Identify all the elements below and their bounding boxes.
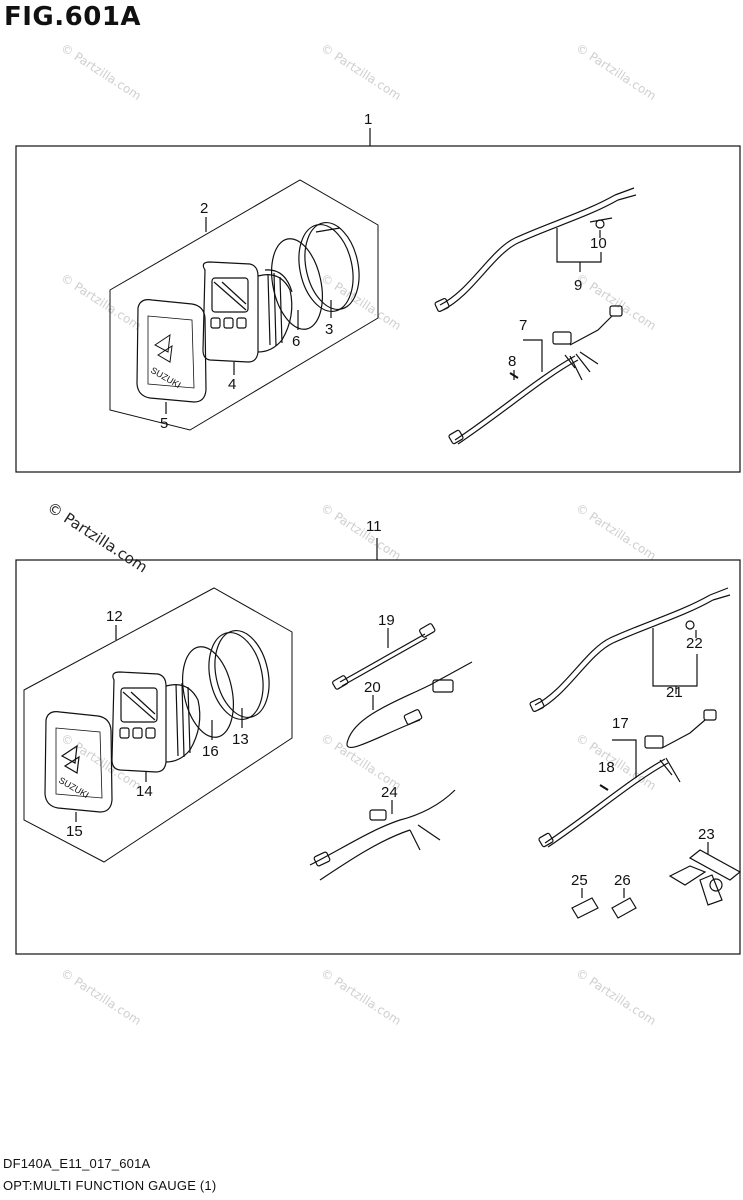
watermark-text: © Partzilla.com — [58, 966, 143, 1028]
callout-17: 17 — [612, 715, 629, 732]
terminator-plug-icon — [571, 888, 599, 919]
watermark-text-dark: © Partzilla.com — [44, 498, 151, 576]
watermark-text: © Partzilla.com — [573, 501, 658, 563]
callout-20: 20 — [364, 679, 381, 696]
callout-7: 7 — [519, 317, 527, 334]
callout-1: 1 — [364, 111, 372, 128]
callout-13: 13 — [232, 731, 249, 748]
callout-6: 6 — [292, 333, 300, 350]
wire-harness-icon — [309, 789, 456, 881]
watermark-text: © Partzilla.com — [573, 271, 658, 333]
watermark-text: © Partzilla.com — [58, 271, 143, 333]
assembly-11: SUZUKI — [15, 538, 742, 955]
gauge-kit-frame — [23, 587, 293, 863]
callout-8: 8 — [508, 353, 516, 370]
wire-harness-icon — [529, 587, 731, 713]
o-ring-icon — [271, 238, 323, 330]
watermark-text: © Partzilla.com — [58, 41, 143, 103]
t-connector-icon — [668, 849, 742, 906]
assembly-11-frame — [15, 559, 741, 955]
callout-23: 23 — [698, 826, 715, 843]
clamp-ring-icon — [208, 630, 270, 720]
callout-18: 18 — [598, 759, 615, 776]
terminator-plug-icon — [611, 888, 637, 919]
callout-19: 19 — [378, 612, 395, 629]
callout-11: 11 — [366, 518, 382, 535]
callout-4: 4 — [228, 376, 236, 393]
wire-harness-icon — [538, 709, 717, 848]
callout-14: 14 — [136, 783, 153, 800]
callout-25: 25 — [571, 872, 588, 889]
power-cable-icon — [346, 661, 473, 749]
figure-description: OPT:MULTI FUNCTION GAUGE (1) — [3, 1178, 217, 1193]
watermark-text: © Partzilla.com — [318, 966, 403, 1028]
multi-function-gauge-icon — [111, 671, 201, 773]
watermark-group: © Partzilla.com © Partzilla.com © Partzi… — [44, 41, 659, 1028]
figure-title: FIG.601A — [4, 2, 142, 32]
wire-harness-icon — [434, 187, 637, 313]
watermark-text: © Partzilla.com — [318, 41, 403, 103]
watermark-text: © Partzilla.com — [318, 501, 403, 563]
callout-21: 21 — [666, 684, 683, 701]
o-ring-icon — [182, 646, 234, 738]
gauge-bezel-icon: SUZUKI — [136, 299, 207, 403]
assembly-1-frame — [15, 145, 741, 473]
wire-harness-icon — [448, 305, 623, 445]
callout-3: 3 — [325, 321, 333, 338]
callout-15: 15 — [66, 823, 83, 840]
callout-5: 5 — [160, 415, 168, 432]
gauge-kit-frame — [109, 179, 379, 431]
backbone-cable-icon — [332, 623, 436, 690]
callout-9: 9 — [574, 277, 582, 294]
svg-text:SUZUKI: SUZUKI — [57, 775, 91, 800]
callout-2: 2 — [200, 200, 208, 217]
clamp-ring-icon — [298, 222, 360, 312]
multi-function-gauge-icon — [202, 261, 293, 363]
callout-12: 12 — [106, 608, 123, 625]
assembly-1: SUZUKI — [15, 128, 741, 473]
callouts: 1 2 3 4 5 6 7 8 9 10 11 12 13 14 15 16 1… — [66, 111, 715, 889]
callout-16: 16 — [202, 743, 219, 760]
watermark-text: © Partzilla.com — [573, 41, 658, 103]
callout-22: 22 — [686, 635, 703, 652]
svg-text:SUZUKI: SUZUKI — [149, 365, 183, 390]
callout-26: 26 — [614, 872, 631, 889]
callout-10: 10 — [590, 235, 607, 252]
figure-code: DF140A_E11_017_601A — [3, 1156, 151, 1171]
callout-24: 24 — [381, 784, 398, 801]
watermark-text: © Partzilla.com — [573, 966, 658, 1028]
